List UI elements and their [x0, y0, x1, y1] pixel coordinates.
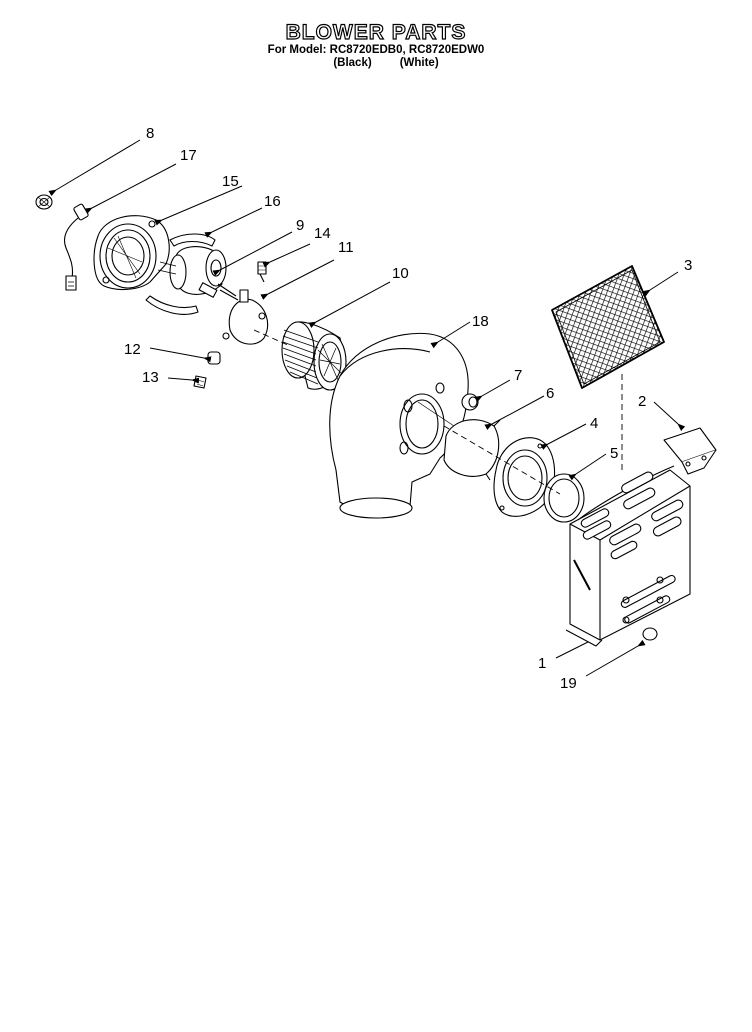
callout-17: 17 [180, 147, 197, 164]
callout-19: 19 [560, 675, 577, 692]
part-2-bracket [663, 427, 717, 475]
callout-9: 9 [296, 217, 304, 234]
callout-4: 4 [590, 415, 598, 432]
part-9-motor [157, 246, 239, 301]
part-13-screw [193, 375, 207, 389]
variant-black: (Black) [333, 57, 372, 69]
callout-labels: 8 17 15 16 9 14 11 10 18 12 13 7 6 4 5 3… [124, 125, 692, 692]
variant-line: (Black) (White) [20, 57, 752, 70]
part-17-wire-harness [63, 203, 89, 291]
part-14-screw [257, 261, 267, 283]
part-10-blower-wheel [281, 321, 347, 391]
callout-11: 11 [338, 239, 354, 256]
part-8-nut [35, 194, 53, 210]
callout-6: 6 [546, 385, 554, 402]
model-line: For Model: RC8720EDB0, RC8720EDW0 [267, 44, 485, 56]
diagram-header: BLOWER PARTS For Model: RC8720EDB0, RC87… [0, 21, 752, 70]
callout-15: 15 [222, 173, 239, 190]
callout-13: 13 [142, 369, 159, 386]
callout-8: 8 [146, 125, 154, 142]
callout-12: 12 [124, 341, 141, 358]
callout-1: 1 [538, 655, 546, 672]
part-7-bushing [461, 393, 479, 411]
part-5-gasket-ring [543, 473, 585, 523]
part-12-bushing [207, 351, 221, 365]
callout-2: 2 [638, 393, 646, 410]
part-19-plug-button [642, 627, 658, 641]
part-16-clamp-straps [145, 233, 216, 315]
callout-7: 7 [514, 367, 522, 384]
callout-3: 3 [684, 257, 692, 274]
page-title: BLOWER PARTS [285, 21, 467, 44]
leader-lines [48, 139, 686, 677]
callout-18: 18 [472, 313, 489, 330]
callout-14: 14 [314, 225, 331, 242]
alignment-lines [253, 329, 623, 495]
part-3-grease-filter [551, 265, 665, 389]
part-1-plenum-box [565, 465, 691, 647]
callout-5: 5 [610, 445, 618, 462]
callout-10: 10 [392, 265, 409, 282]
part-18-blower-housing [329, 332, 469, 519]
part-15-motor-mount [93, 215, 170, 291]
variant-white: (White) [399, 57, 439, 69]
part-6-gasket [443, 419, 501, 481]
part-11-hub-plate [222, 289, 269, 345]
callout-16: 16 [264, 193, 281, 210]
